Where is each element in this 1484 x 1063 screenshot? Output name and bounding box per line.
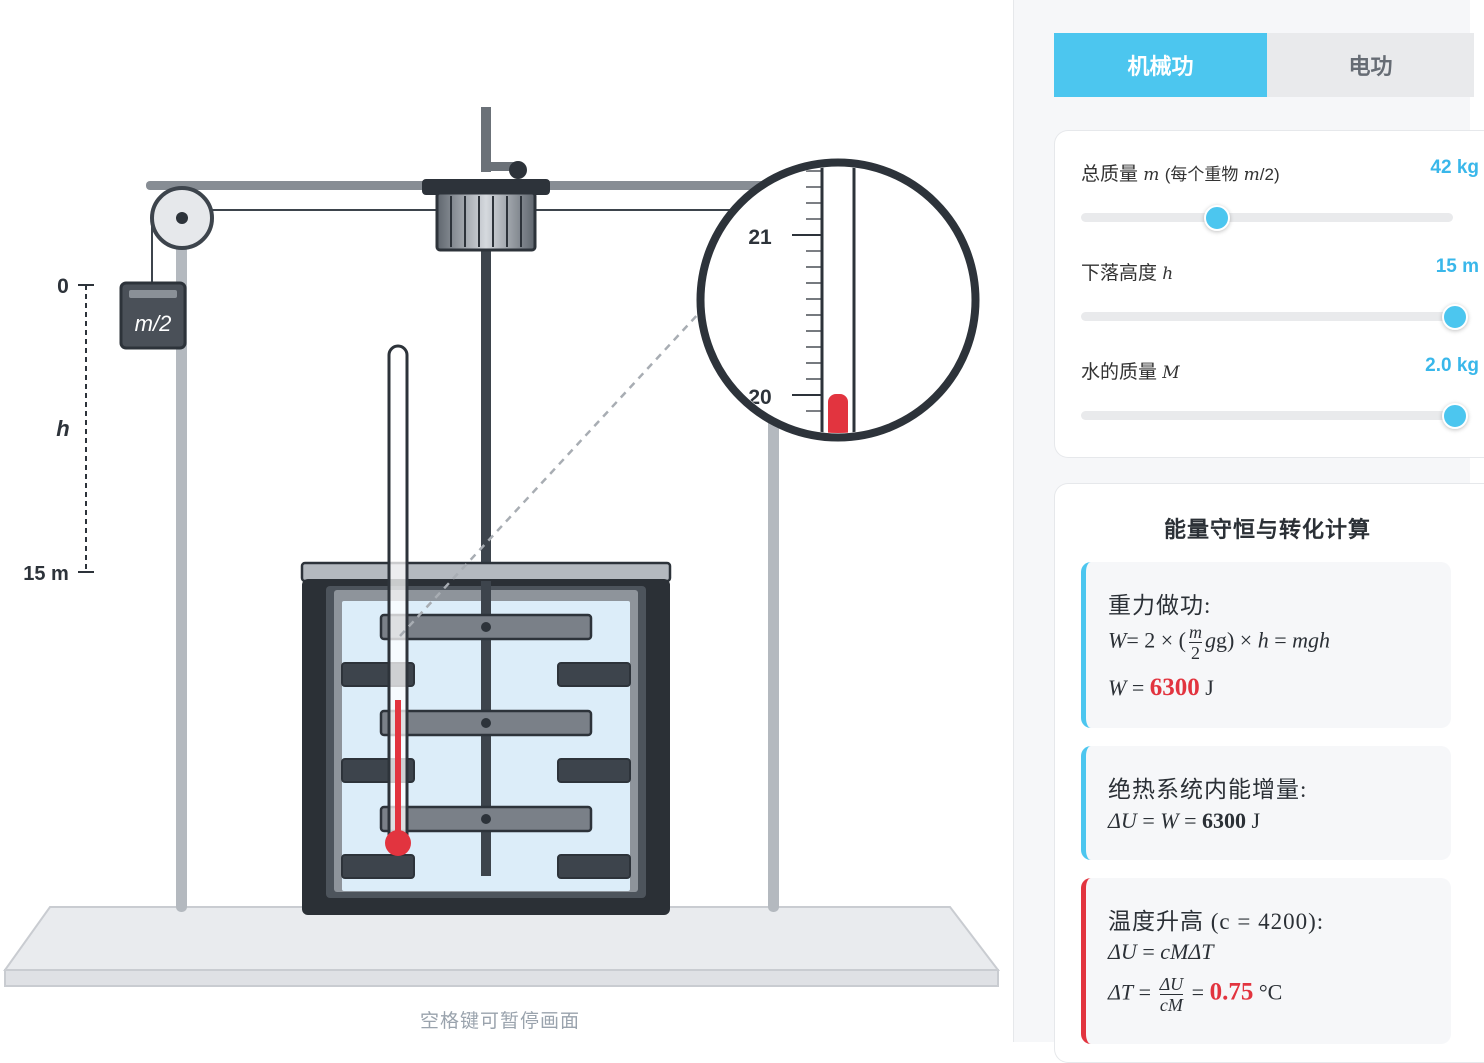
apparatus-scene[interactable]: m/2 0 h 15 m: [0, 0, 1013, 1042]
internal-energy-value: 6300: [1201, 808, 1246, 833]
joule-apparatus: m/2 0 h 15 m: [3, 107, 1001, 987]
height-bottom-label: 15 m: [23, 563, 69, 585]
temperature-formula-1: ΔU = cMΔT: [1108, 939, 1214, 964]
internal-energy-box: 绝热系统内能增量: ΔU = W = 6300 J: [1081, 746, 1451, 860]
mass-value: 42 kg: [1430, 157, 1479, 178]
water-mass-slider-thumb[interactable]: [1442, 403, 1468, 429]
tab-mechanical-work[interactable]: 机械功: [1054, 33, 1267, 97]
mass-slider[interactable]: [1081, 205, 1453, 231]
height-symbol-label: h: [56, 416, 69, 441]
pause-hint: 空格键可暂停画面: [419, 1011, 580, 1032]
mass-slider-thumb[interactable]: [1203, 205, 1230, 231]
gravity-heading: 重力做功:: [1108, 593, 1212, 618]
zoom-lens: 21 20: [696, 158, 980, 442]
temperature-heading: 温度升高 (c = 4200):: [1108, 909, 1325, 934]
water-mass-slider[interactable]: [1081, 403, 1468, 429]
paddle-shaft: [481, 190, 491, 876]
water-mass-value: 2.0 kg: [1425, 355, 1479, 376]
internal-energy-formula: ΔU = W = 6300 J: [1108, 808, 1261, 833]
left-post: [176, 230, 187, 912]
height-slider-thumb[interactable]: [1442, 304, 1468, 330]
mass-label: 总质量 m (每个重物 m/2): [1081, 164, 1280, 185]
mode-tabs: 机械功 电功: [1054, 33, 1474, 97]
parameters-card: 总质量 m (每个重物 m/2) 42 kg 下落高度 h 15 m 水的质量 …: [1054, 130, 1484, 458]
internal-energy-heading: 绝热系统内能增量:: [1108, 777, 1308, 802]
work-value: 6300: [1149, 674, 1200, 701]
water-mass-label: 水的质量 M: [1081, 362, 1180, 383]
spindle-drum: [435, 191, 537, 252]
tab-electrical-work[interactable]: 电功: [1348, 54, 1393, 79]
crank-knob: [509, 161, 527, 179]
height-slider[interactable]: [1081, 304, 1468, 330]
right-post: [768, 400, 779, 912]
height-top-label: 0: [57, 275, 69, 298]
baffles: [341, 662, 631, 879]
calorimeter-lid: [300, 561, 672, 583]
thermometer: [385, 344, 411, 856]
weight-label: m/2: [135, 311, 172, 336]
base-table: [3, 906, 1001, 971]
height-value: 15 m: [1435, 256, 1479, 277]
hanging-weight: m/2: [119, 281, 187, 350]
calculation-title: 能量守恒与转化计算: [1163, 517, 1371, 542]
height-label: 下落高度 h: [1081, 263, 1174, 284]
control-panel: 机械功 电功 总质量 m (每个重物 m/2) 42 kg 下落高度 h 15 …: [1013, 0, 1484, 1063]
temperature-rise-value: 0.75: [1209, 978, 1254, 1006]
zoom-upper-label: 21: [748, 226, 772, 249]
gravity-result: W = 6300 J: [1108, 674, 1214, 701]
